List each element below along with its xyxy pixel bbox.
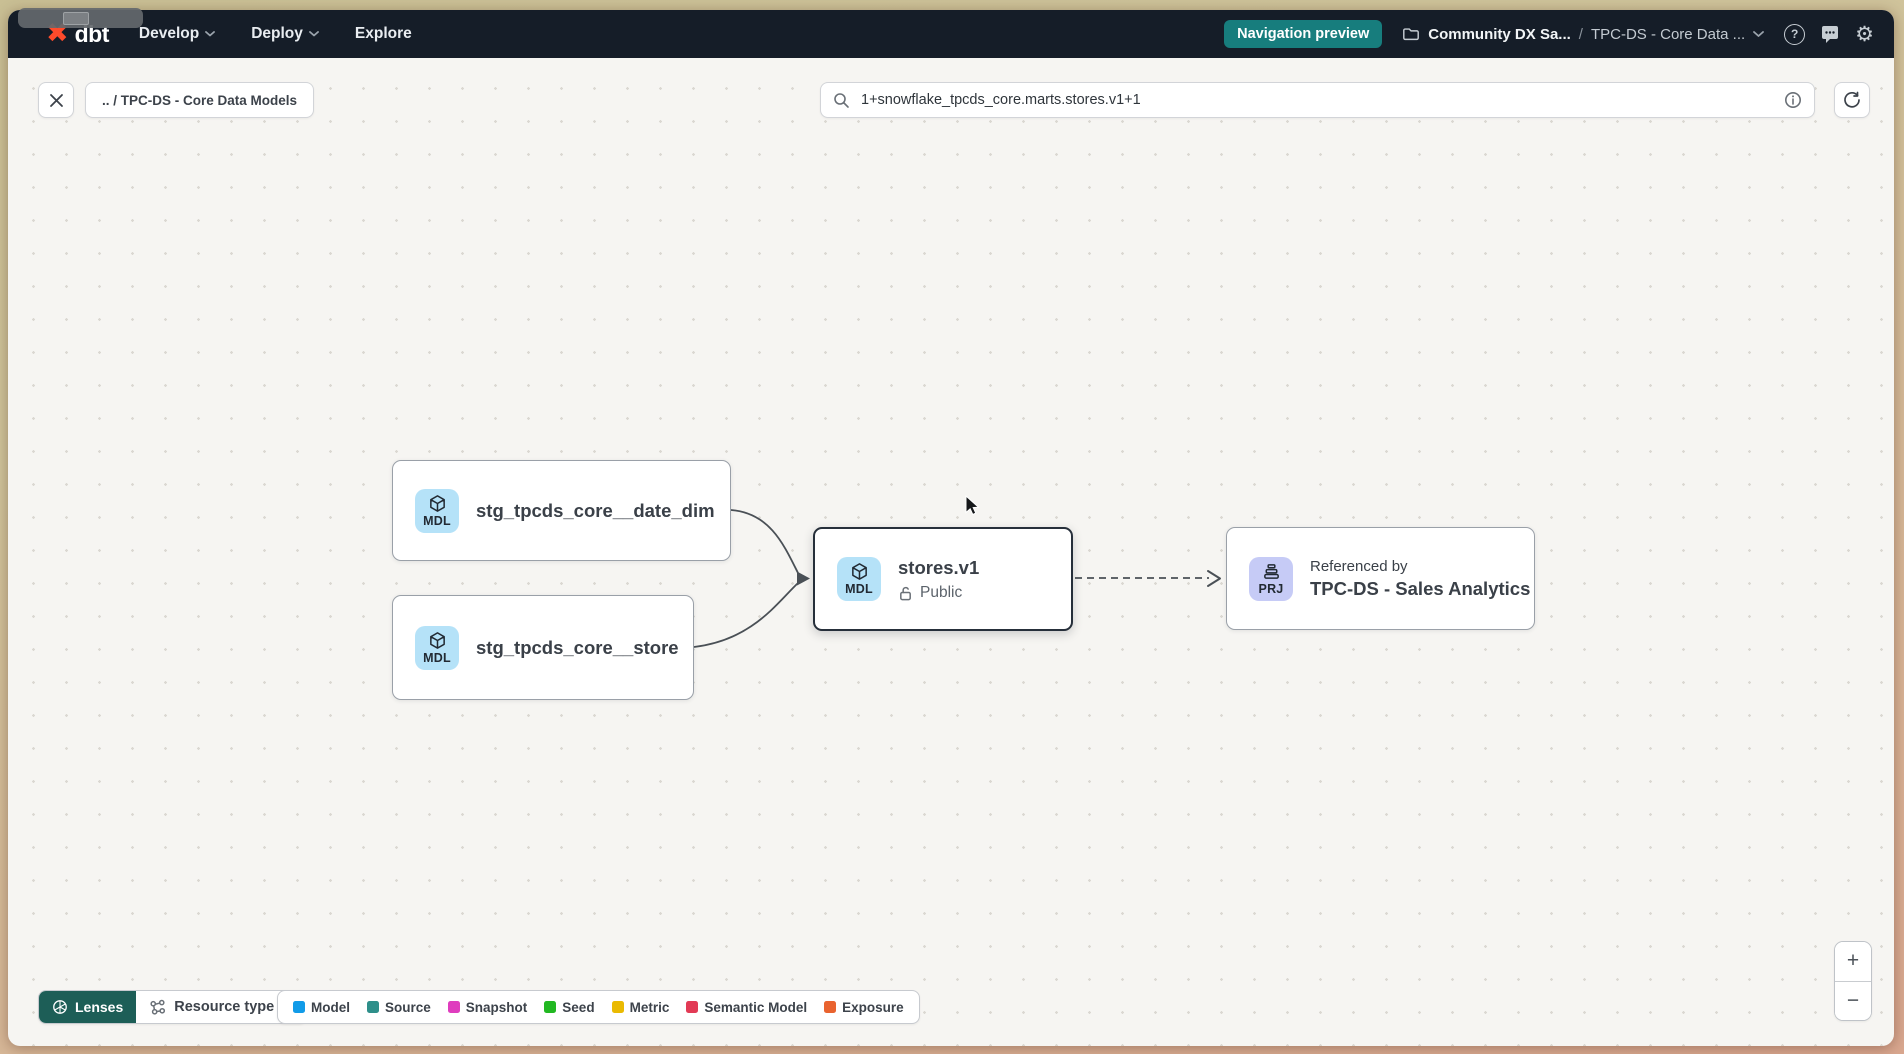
navigation-preview-badge[interactable]: Navigation preview: [1224, 20, 1383, 48]
access-label: Public: [920, 583, 963, 601]
unlock-icon: [900, 586, 911, 600]
node-stg-tpcds-core-date-dim[interactable]: MDL stg_tpcds_core__date_dim: [392, 460, 731, 561]
legend-swatch: [611, 1001, 624, 1013]
zoom-out-button[interactable]: −: [1835, 981, 1871, 1020]
legend-item-semantic-model: Semantic Model: [686, 1000, 807, 1015]
project-stack-icon: [1263, 563, 1279, 579]
nav-menu: Develop Deploy Explore: [139, 25, 412, 43]
legend-item-source: Source: [367, 1000, 431, 1015]
menu-deploy-label: Deploy: [251, 25, 303, 42]
resource-type-icon: [150, 999, 166, 1015]
badge-label: MDL: [845, 582, 873, 596]
resource-type-label: Resource type: [174, 999, 275, 1015]
zoom-in-button[interactable]: +: [1835, 942, 1871, 982]
screen-capture-indicator: [18, 8, 143, 28]
chevron-down-icon[interactable]: [1753, 30, 1765, 38]
info-icon[interactable]: [1784, 91, 1802, 109]
search-input[interactable]: [859, 91, 1775, 109]
node-text-block: stores.v1 Public: [898, 557, 979, 602]
refresh-button[interactable]: [1834, 82, 1870, 118]
chevron-down-icon: [308, 31, 319, 37]
legend-swatch: [824, 1001, 837, 1013]
help-icon[interactable]: ?: [1784, 23, 1806, 45]
navbar-icon-group: ? ⚙: [1784, 22, 1874, 46]
breadcrumb-project[interactable]: TPC-DS - Core Data ...: [1590, 25, 1746, 43]
legend-swatch: [686, 1001, 699, 1013]
menu-develop[interactable]: Develop: [138, 25, 216, 43]
legend-item-exposure: Exposure: [824, 1000, 904, 1015]
node-overline: Referenced by: [1310, 557, 1408, 575]
resource-type-legend: Model Source Snapshot Seed Metric Semant…: [277, 990, 920, 1024]
lens-aperture-icon: [53, 1000, 67, 1014]
legend-item-metric: Metric: [611, 999, 670, 1015]
menu-deploy[interactable]: Deploy: [251, 25, 319, 43]
model-cube-icon: [429, 631, 445, 649]
legend-label: Seed: [562, 999, 595, 1015]
lineage-breadcrumb-chip[interactable]: .. / TPC-DS - Core Data Models: [85, 82, 315, 118]
breadcrumb[interactable]: Community DX Sa... / TPC-DS - Core Data …: [1402, 25, 1765, 43]
project-badge: PRJ: [1249, 556, 1293, 601]
dbt-app-window: ✖ dbt Develop Deploy Explore Navigation …: [8, 10, 1894, 1046]
node-label: stores.v1: [898, 556, 980, 578]
legend-swatch: [367, 1001, 379, 1013]
model-badge: MDL: [837, 557, 881, 601]
badge-label: PRJ: [1258, 581, 1284, 596]
search-icon: [834, 92, 849, 108]
legend-swatch: [544, 1001, 557, 1013]
breadcrumb-separator: /: [1578, 25, 1583, 43]
close-lineage-button[interactable]: [38, 82, 74, 118]
model-cube-icon: [429, 494, 445, 512]
menu-explore[interactable]: Explore: [355, 25, 412, 43]
lineage-search-bar[interactable]: [820, 82, 1815, 118]
top-navbar: ✖ dbt Develop Deploy Explore Navigation …: [8, 10, 1894, 58]
model-badge: MDL: [415, 625, 459, 670]
chevron-down-icon: [205, 31, 216, 37]
node-stg-tpcds-core-store[interactable]: MDL stg_tpcds_core__store: [392, 595, 694, 700]
legend-item-snapshot: Snapshot: [447, 999, 528, 1015]
legend-swatch: [293, 1001, 305, 1013]
menu-explore-label: Explore: [354, 25, 412, 42]
legend-label: Snapshot: [465, 999, 528, 1015]
node-label: TPC-DS - Sales Analytics: [1310, 577, 1531, 599]
legend-label: Model: [311, 999, 350, 1015]
legend-swatch: [447, 1001, 460, 1013]
legend-label: Source: [385, 999, 431, 1015]
node-label: stg_tpcds_core__date_dim: [476, 499, 715, 521]
close-icon: [49, 93, 63, 107]
legend-label: Semantic Model: [704, 999, 808, 1015]
folder-icon: [1403, 28, 1420, 41]
breadcrumb-account[interactable]: Community DX Sa...: [1428, 25, 1571, 43]
lenses-label: Lenses: [75, 999, 124, 1015]
screen-capture-icon: [63, 12, 89, 25]
node-label: stg_tpcds_core__store: [476, 636, 679, 658]
node-access: Public: [898, 584, 979, 602]
legend-item-seed: Seed: [544, 999, 595, 1015]
canvas-zoom-controls: + −: [1834, 941, 1872, 1021]
navbar-right: Navigation preview Community DX Sa... / …: [1224, 20, 1874, 48]
legend-label: Exposure: [842, 999, 904, 1015]
badge-label: MDL: [423, 513, 451, 528]
settings-gear-icon[interactable]: ⚙: [1855, 22, 1874, 46]
legend-item-model: Model: [293, 1000, 350, 1015]
lenses-control-group: Lenses Resource type: [38, 990, 308, 1024]
node-stores-v1[interactable]: MDL stores.v1 Public: [813, 527, 1073, 631]
menu-develop-label: Develop: [138, 25, 200, 42]
badge-label: MDL: [423, 650, 451, 665]
legend-label: Metric: [629, 999, 670, 1015]
node-text-block: Referenced by TPC-DS - Sales Analytics: [1310, 558, 1530, 600]
refresh-icon: [1844, 91, 1860, 108]
feedback-icon[interactable]: [1820, 25, 1840, 44]
lenses-button[interactable]: Lenses: [39, 991, 137, 1023]
node-referenced-by-sales-analytics[interactable]: PRJ Referenced by TPC-DS - Sales Analyti…: [1226, 527, 1535, 630]
model-cube-icon: [851, 563, 867, 580]
model-badge: MDL: [415, 488, 459, 533]
